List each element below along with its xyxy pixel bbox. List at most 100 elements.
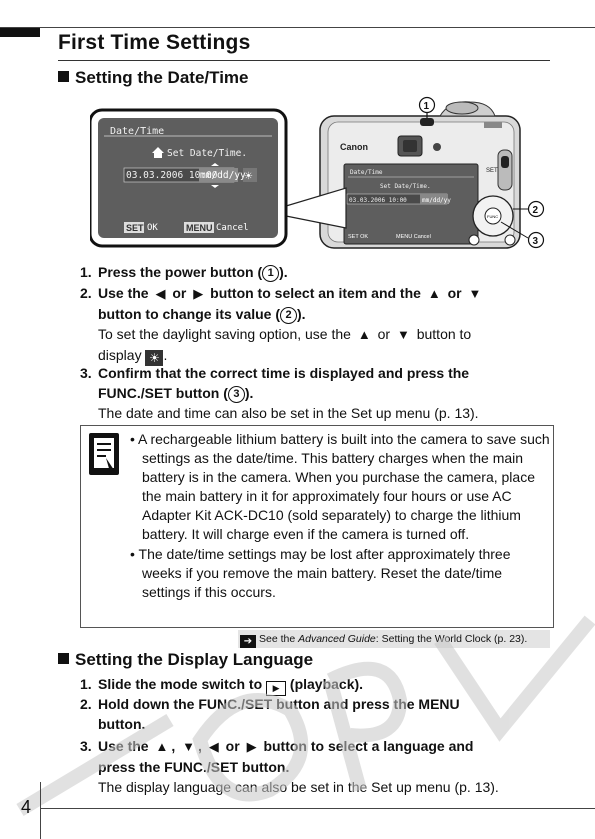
left-arrow-icon: ◀ [208,739,219,754]
func-set-button [484,207,502,225]
lcd-title: Date/Time [110,126,165,137]
section-heading-date-time: Setting the Date/Time [58,68,249,88]
down-arrow-icon: ▼ [182,739,195,754]
up-arrow-icon: ▲ [357,327,371,342]
step-3: 3.Confirm that the correct time is displ… [80,363,550,423]
section-heading-text: Setting the Display Language [75,650,314,669]
step-2-line2: button to change its value ( [98,306,281,322]
svg-text:2: 2 [533,205,539,216]
step-number: 3. [80,738,92,754]
top-rule [0,27,595,28]
down-arrow-icon: ▼ [396,327,410,342]
step-3-line2: FUNC./SET button ( [98,385,228,401]
svg-text:MENU Cancel: MENU Cancel [396,234,431,240]
lcd-date-value: 03.03.2006 10:00 [126,170,218,181]
top-tab-block [0,28,40,37]
step-number: 2. [80,696,92,712]
sun-icon: ☀ [244,171,253,182]
see-rest: : Setting the World Clock (p. 23). [375,633,528,645]
lang-step-3-line2: press the FUNC./SET button. [98,759,290,775]
see-arrow-icon: ➔ [240,635,256,648]
note-bullet-2: • The date/time settings may be lost aft… [130,545,511,600]
step-2-text: button to select an item and the [210,285,421,301]
lang-step-2-line2: button. [98,716,146,732]
square-bullet-icon [58,653,69,664]
right-arrow-icon: ▶ [246,739,257,754]
square-bullet-icon [58,71,69,82]
step-2: 2. Use the ◀ or ▶ button to select an ite… [80,283,550,366]
step-3-text: Confirm that the correct time is display… [98,365,470,381]
lcd-set-key: SET [126,223,144,233]
step-3-desc: The date and time can also be set in the… [98,405,479,421]
step-2-desc: button to [416,326,472,342]
svg-text:SET OK: SET OK [348,234,368,240]
footer-rule [40,808,595,809]
lcd-date-format: mm/dd/yy [200,170,246,181]
lang-step-1-end: (playback). [289,676,364,692]
footer-side-rule [40,782,41,839]
step-number: 1. [80,264,92,280]
step-2-end: ). [297,306,306,322]
lang-step-1-text: Slide the mode switch to [98,676,263,692]
lang-step-3-text: button to select a language and [263,738,474,754]
svg-text:3: 3 [533,236,539,247]
title-rule [58,60,550,61]
circled-1-icon: 1 [262,265,280,282]
up-arrow-icon: ▲ [155,739,169,754]
lang-step-2-text: Hold down the FUNC./SET button and press… [98,696,460,712]
home-icon [152,147,164,158]
section-heading-text: Setting the Date/Time [75,68,249,87]
lcd-cancel-label: Cancel [216,223,249,233]
circled-2-icon: 2 [280,307,298,324]
camera-illustration: Canon SET Date/Time Set Date/Time. 03.03… [90,96,545,249]
left-arrow-icon: ◀ [155,286,166,301]
callout-2-icon [527,200,545,218]
svg-text:1: 1 [424,101,430,112]
lang-step-3-or: or [225,738,240,754]
see-guide-link: Advanced Guide [298,633,376,645]
step-2-desc-or: or [377,326,391,342]
step-2-or: or [172,285,187,301]
page-title: First Time Settings [58,31,251,54]
page-number: 4 [21,797,32,817]
svg-text:03.03.2006 10:00: 03.03.2006 10:00 [349,197,407,204]
lcd-ok-label: OK [147,223,158,233]
step-number: 2. [80,285,92,301]
step-1-end: ). [279,264,288,280]
see-also-bar: ➔See the Advanced Guide: Setting the Wor… [238,630,550,648]
step-1-text: Press the power button ( [98,264,263,280]
right-arrow-icon: ▶ [193,286,204,301]
lang-step-3-sep: , [198,738,202,754]
svg-text:SET: SET [486,168,498,174]
svg-text:Set Date/Time.: Set Date/Time. [380,183,431,190]
note-text: • A rechargeable lithium battery is buil… [130,430,550,602]
step-number: 1. [80,676,92,692]
step-2-desc: To set the daylight saving option, use t… [98,326,351,342]
lcd-menu-key: MENU [186,223,213,233]
step-2-text: Use the [98,285,149,301]
lang-step-3-text: Use the [98,738,149,754]
daylight-saving-icon: ☀ [145,350,164,366]
section-heading-display-language: Setting the Display Language [58,650,313,670]
note-bullet-1: • A rechargeable lithium battery is buil… [130,431,550,543]
svg-text:Date/Time: Date/Time [350,169,383,176]
step-2-desc: display [98,347,142,363]
lang-step-3-desc: The display language can also be set in … [98,779,499,795]
lang-step-1: 1.Slide the mode switch to ▶ (playback). [80,674,550,696]
down-arrow-icon: ▼ [468,286,482,301]
step-2-or: or [447,285,462,301]
lang-step-3: 3. Use the ▲, ▼, ◀ or ▶ button to select … [80,736,550,797]
svg-text:mm/dd/yy: mm/dd/yy [422,197,451,204]
note-box [80,425,554,628]
memo-icon [89,433,119,475]
lang-step-2: 2. Hold down the FUNC./SET button and pre… [80,694,550,734]
up-arrow-icon: ▲ [427,286,441,301]
svg-text:FUNC: FUNC [487,214,498,219]
circled-3-icon: 3 [227,386,245,403]
brand-label: Canon [340,142,368,152]
see-prefix: See the [259,633,299,645]
lang-step-3-sep: , [171,738,176,754]
callout-3-icon [527,231,545,249]
lcd-subtitle: Set Date/Time. [167,148,248,159]
step-2-desc-end: . [163,347,168,363]
